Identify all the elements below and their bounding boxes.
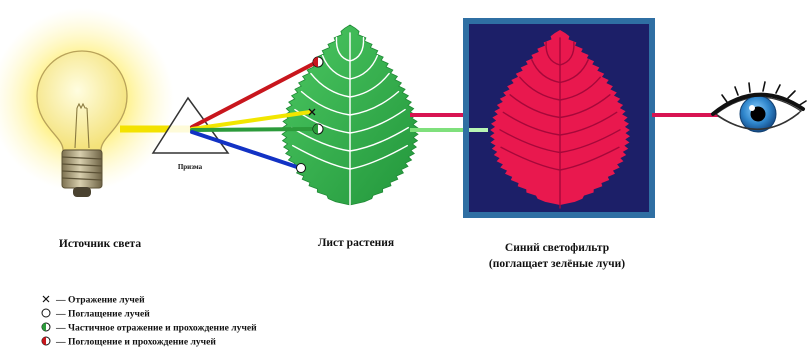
legend-item: — Поглощение и прохождение лучей (41, 336, 216, 348)
leaf-vein (349, 54, 379, 80)
marker-blue-absorb (296, 163, 306, 173)
eye-pupil (750, 106, 766, 122)
leaf-vein (310, 72, 351, 98)
leaf-vein (349, 36, 365, 62)
leaf-vein (502, 111, 561, 136)
marker-yellow-reflect (308, 108, 316, 116)
leaf-vein (349, 108, 406, 134)
legend: — Отражение лучей — Поглащение лучей — Ч… (41, 295, 257, 348)
bulb-filament (74, 102, 90, 149)
red-leaf-veins (499, 37, 621, 209)
leaf-vein (559, 76, 601, 101)
leaf-vein (499, 129, 561, 154)
eye-highlight (749, 105, 755, 111)
leaf-vein (349, 126, 409, 152)
leaf-vein (509, 94, 561, 119)
ray-red (190, 62, 315, 129)
leaf-vein (349, 144, 408, 170)
green-leaf-veins (291, 32, 409, 209)
ray-blue (190, 130, 299, 169)
bulb-screw-threads (61, 156, 103, 181)
eye-lower-lid (717, 112, 800, 131)
leaf-vein (300, 90, 351, 116)
ray-yellow (190, 110, 312, 131)
leaf-vein (559, 41, 575, 66)
filter-label-line2: (поглащает зелёные лучи) (489, 258, 625, 270)
eye-upper-lid (711, 92, 805, 116)
legend-item: — Отражение лучей (42, 295, 145, 306)
light-source-label: Источник света (59, 238, 141, 250)
bulb-glass (36, 50, 128, 151)
filter-label-line1: Синий светофильтр (505, 242, 609, 254)
marker-red-absorb-transmit (312, 56, 324, 68)
leaf-vein (559, 111, 618, 136)
leaf-vein (500, 146, 561, 171)
bulb-tip (73, 187, 91, 197)
legend-text: — Отражение лучей (55, 295, 145, 306)
leaf-vein (559, 59, 589, 84)
half-green-circle-icon (41, 322, 51, 332)
leaf-vein (545, 41, 561, 66)
marker-green-partial (312, 123, 324, 135)
legend-item: — Частичное отражение и прохождение луче… (41, 322, 257, 334)
leaf-vein (519, 76, 561, 101)
leaf-vein (559, 94, 611, 119)
open-circle-icon (41, 308, 51, 318)
light-bulb (0, 8, 174, 197)
legend-text: — Поглощение и прохождение лучей (55, 337, 216, 348)
legend-item: — Поглащение лучей (41, 308, 150, 320)
cross-icon (42, 295, 50, 303)
leaf-vein (559, 146, 620, 171)
leaf-vein (349, 72, 390, 98)
leaf-vein (349, 90, 400, 116)
leaf-label: Лист растения (318, 237, 394, 249)
leaf-vein (292, 144, 351, 170)
leaf-vein (531, 59, 561, 84)
ray-green (190, 127, 315, 132)
eye-lashes (721, 81, 807, 107)
dispersed-rays (190, 62, 315, 169)
blue-filter-border (463, 18, 655, 218)
leaf-vein (335, 36, 351, 62)
prism-label: Призма (178, 163, 203, 171)
eye-icon (711, 81, 807, 133)
leaf-vein (321, 54, 351, 80)
half-red-circle-icon (41, 336, 51, 346)
legend-text: — Поглащение лучей (55, 309, 150, 320)
bulb-screw-base (61, 149, 103, 189)
leaf-vein (559, 129, 621, 154)
legend-text: — Частичное отражение и прохождение луче… (55, 323, 257, 334)
